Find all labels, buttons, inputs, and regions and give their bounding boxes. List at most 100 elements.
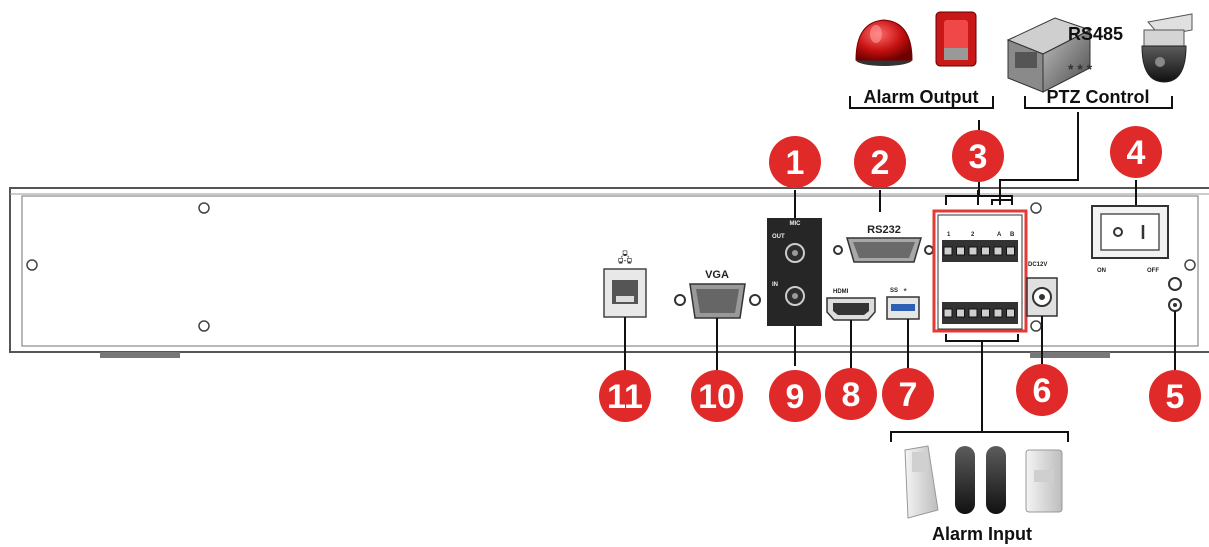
callout-11: 11 (599, 370, 651, 422)
usb-port: SS ⭒ (886, 285, 920, 320)
mic-label: MIC (790, 221, 802, 227)
rs232-port: RS232 (833, 224, 934, 263)
ptz-devices: RS485 * * * PTZ Control (1006, 13, 1193, 107)
callout-10: 10 (691, 370, 743, 422)
callout-number: 4 (1127, 134, 1146, 172)
terminal-screw (956, 308, 965, 318)
terminal-mark-1: 1 (947, 232, 951, 238)
screw (1184, 259, 1196, 271)
terminal-mark-2: 2 (971, 232, 975, 238)
alarm-output-devices: Alarm Output (855, 11, 979, 107)
screw (198, 320, 210, 332)
terminal-mark-a: A (997, 232, 1002, 238)
callout-7: 7 (882, 368, 934, 420)
callout-5: 5 (1149, 370, 1201, 422)
red-beacon-icon (855, 19, 913, 66)
callout-number: 1 (786, 144, 805, 182)
callout-badges: 1 2 3 4 5 6 789 10 11 (599, 126, 1201, 422)
callout-6: 6 (1016, 364, 1068, 416)
dc-label: DC12V (1028, 262, 1047, 268)
motion-detector-icon (904, 445, 939, 519)
beam-sensor-icon (955, 446, 1006, 514)
terminal-screw (968, 246, 978, 256)
screw (26, 259, 38, 271)
ethernet-port: 🖧 (603, 250, 647, 318)
callout-9: 9 (769, 370, 821, 422)
callout-number: 9 (786, 378, 805, 416)
terminal-screw (981, 246, 990, 256)
rs232-screw-left (833, 245, 843, 255)
screw (1030, 202, 1042, 214)
callout-circle (854, 136, 906, 188)
connector-lines (624, 96, 1176, 442)
callout-circle (691, 370, 743, 422)
rs232-screw-right (924, 245, 934, 255)
terminal-screw (993, 308, 1003, 318)
decoder-box-icon (1006, 17, 1092, 93)
callout-circle (825, 368, 877, 420)
terminal-screw (968, 308, 978, 318)
callout-circle (952, 130, 1004, 182)
terminal-bottom-row (942, 302, 1018, 324)
terminal-mark-b: B (1010, 232, 1015, 238)
callout-number: 11 (607, 378, 643, 416)
callout-number: 2 (871, 144, 890, 182)
alarm-input-devices: Alarm Input (904, 445, 1063, 544)
callout-number: 6 (1033, 372, 1052, 410)
screw (1030, 320, 1042, 332)
screw (198, 202, 210, 214)
terminal-top-row (942, 240, 1018, 262)
network-icon: 🖧 (618, 250, 633, 265)
callout-number: 10 (698, 378, 736, 416)
callout-3: 3 (952, 130, 1004, 182)
rs485-stars: * * * (1068, 61, 1093, 77)
alarm-input-label: Alarm Input (932, 524, 1032, 544)
callout-4: 4 (1110, 126, 1162, 178)
rs485-label: RS485 (1068, 24, 1123, 44)
rs232-label: RS232 (867, 224, 901, 236)
terminal-screw (943, 246, 953, 256)
smoke-detector-icon (1025, 449, 1063, 513)
callout-number: 8 (842, 376, 861, 414)
chassis-inner-frame (21, 195, 1199, 347)
dc-power-input: DC12V (1026, 262, 1058, 317)
foot-right (1030, 352, 1110, 358)
terminal-screw (981, 308, 990, 318)
callout-2: 2 (854, 136, 906, 188)
hdmi-label: HDMI (833, 289, 849, 295)
usb-icon: ⭒ (903, 285, 908, 294)
vga-port: VGA (674, 269, 761, 319)
on-label: ON (1097, 268, 1106, 274)
callout-circle (1016, 364, 1068, 416)
usb-label: SS (890, 288, 898, 294)
callout-number: 5 (1166, 378, 1185, 416)
callout-circle (769, 370, 821, 422)
hdmi-port: HDMI (826, 289, 876, 321)
terminal-screw (943, 308, 953, 318)
terminal-screw (993, 246, 1003, 256)
callout-circle (769, 136, 821, 188)
ptz-camera-icon (1141, 13, 1193, 83)
terminal-screw (956, 246, 965, 256)
callout-circle (1149, 370, 1201, 422)
alarm-siren-icon (935, 11, 977, 67)
in-label: IN (772, 282, 778, 288)
callout-number: 7 (899, 376, 918, 414)
terminal-screw (1006, 246, 1015, 256)
terminal-highlight (932, 209, 1028, 333)
callout-circle (599, 370, 651, 422)
terminal-screw (1006, 308, 1015, 318)
ground-icon (1168, 277, 1182, 291)
vga-screw-left (674, 294, 686, 306)
ptz-control-label: PTZ Control (1047, 87, 1150, 107)
vga-screw-right (749, 294, 761, 306)
out-label: OUT (772, 234, 785, 240)
callout-circle (1110, 126, 1162, 178)
callout-1: 1 (769, 136, 821, 188)
callout-number: 3 (969, 138, 988, 176)
alarm-terminal-block: 1 2 A B (932, 209, 1028, 333)
foot-left (100, 352, 180, 358)
off-label: OFF (1147, 268, 1159, 274)
vga-label: VGA (705, 269, 729, 281)
